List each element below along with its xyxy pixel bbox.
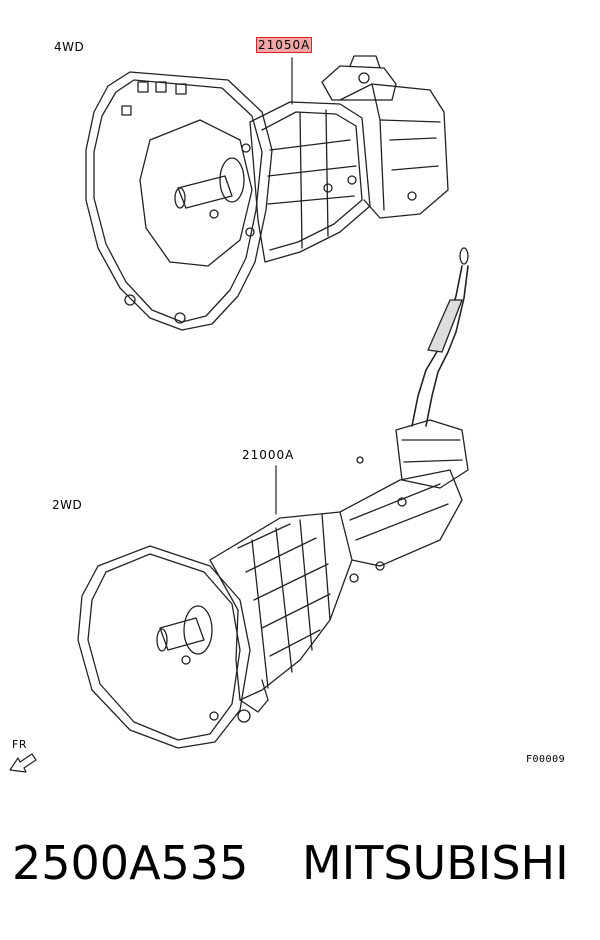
brand-name: MITSUBISHI [302, 836, 569, 890]
transmission-4wd-drawing [85, 55, 449, 331]
label-front: FR [12, 738, 27, 751]
part-number: 2500A535 [12, 836, 249, 890]
part-callout-21050a: 21050A [255, 37, 313, 53]
transmission-2wd-drawing [77, 247, 469, 749]
label-4wd: 4WD [54, 40, 85, 54]
front-arrow-icon [9, 753, 37, 773]
label-2wd: 2WD [52, 498, 83, 512]
part-callout-21000a: 21000A [242, 448, 295, 462]
figure-code: F00009 [526, 754, 566, 765]
transmission-diagram [9, 55, 469, 773]
